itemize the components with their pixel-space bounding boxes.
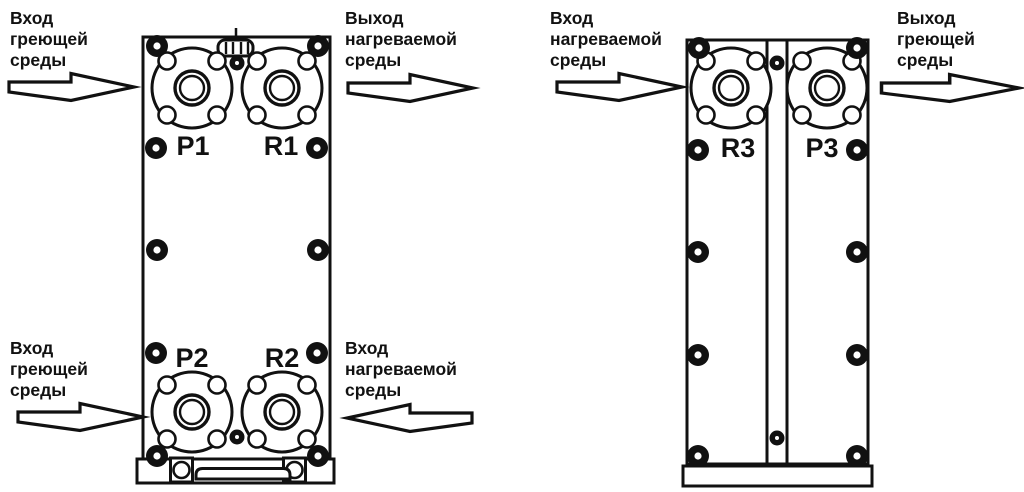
flange-port-p1 bbox=[150, 46, 234, 130]
annotation-outlet-heating-medium-far-right: Выход греющей среды bbox=[879, 8, 1021, 104]
port-label-p3: P3 bbox=[805, 133, 838, 163]
center-stud-top bbox=[229, 55, 245, 71]
left-heat-exchanger-unit: P1 R1 P2 R2 bbox=[135, 28, 336, 485]
annotation-line: Вход bbox=[10, 8, 53, 28]
annotation-inlet-heating-medium-bottom: Вход греющей среды bbox=[10, 338, 145, 433]
annotation-line: греющей bbox=[897, 29, 975, 49]
port-label-p2: P2 bbox=[175, 343, 208, 373]
annotation-line: Выход bbox=[345, 8, 403, 28]
divider-stud-top bbox=[769, 55, 785, 71]
annotation-line: Вход bbox=[345, 338, 388, 358]
annotation-line: Выход bbox=[897, 8, 955, 28]
annotation-inlet-heated-medium-top-right: Вход нагреваемой среды bbox=[550, 8, 684, 103]
divider-stud-bottom bbox=[769, 430, 785, 446]
right-unit-base-plate bbox=[681, 464, 874, 488]
annotation-line: среды bbox=[10, 380, 66, 400]
annotation-line: среды bbox=[345, 50, 401, 70]
left-unit-plinth bbox=[194, 467, 292, 481]
annotation-line: нагреваемой bbox=[345, 359, 457, 379]
annotation-line: нагреваемой bbox=[345, 29, 457, 49]
annotation-line: среды bbox=[897, 50, 953, 70]
center-stud-bottom bbox=[229, 429, 245, 445]
annotation-line: греющей bbox=[10, 359, 88, 379]
flow-arrow-right bbox=[16, 401, 145, 433]
annotation-line: греющей bbox=[10, 29, 88, 49]
flange-port-r2 bbox=[240, 370, 324, 454]
annotation-line: среды bbox=[10, 50, 66, 70]
annotation-line: среды bbox=[550, 50, 606, 70]
flow-arrow-left bbox=[345, 402, 474, 434]
flange-port-r3 bbox=[689, 46, 773, 130]
annotation-line: Вход bbox=[550, 8, 593, 28]
annotation-inlet-heating-medium-top-left: Вход греющей среды bbox=[7, 8, 136, 103]
annotation-line: Вход bbox=[10, 338, 53, 358]
port-label-r2: R2 bbox=[265, 343, 300, 373]
flow-arrow-right bbox=[879, 72, 1021, 104]
annotation-inlet-heated-medium-bottom: Вход нагреваемой среды bbox=[345, 338, 474, 434]
flow-arrow-right bbox=[346, 72, 475, 104]
flow-arrow-right bbox=[7, 71, 136, 103]
left-unit-lifting-lug bbox=[216, 38, 255, 58]
annotation-line: среды bbox=[345, 380, 401, 400]
flange-port-r1 bbox=[240, 46, 324, 130]
annotation-outlet-heated-medium-top: Выход нагреваемой среды bbox=[345, 8, 475, 104]
flange-port-p2 bbox=[150, 370, 234, 454]
port-label-r1: R1 bbox=[264, 131, 299, 161]
left-unit-foot-left bbox=[169, 456, 194, 484]
right-heat-exchanger-unit: R3 P3 bbox=[681, 37, 874, 488]
port-label-r3: R3 bbox=[721, 133, 756, 163]
flow-arrow-right bbox=[555, 71, 684, 103]
annotation-line: нагреваемой bbox=[550, 29, 662, 49]
port-label-p1: P1 bbox=[176, 131, 209, 161]
flange-port-p3 bbox=[785, 46, 869, 130]
